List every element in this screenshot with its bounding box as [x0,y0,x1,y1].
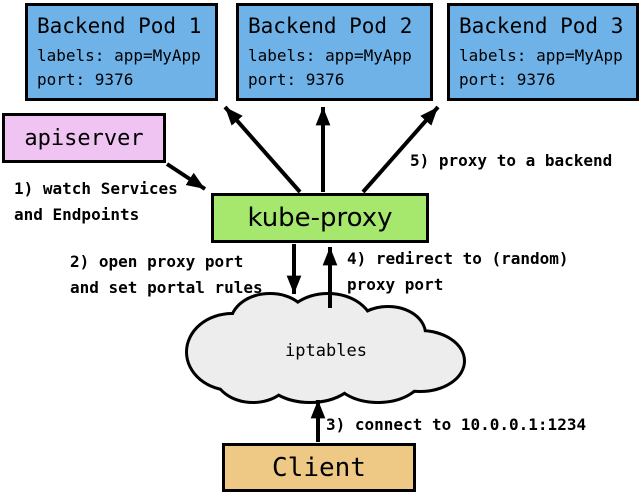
pod-labels: labels: app=MyApp [459,46,623,65]
cloud-body [188,295,463,401]
pod-port: port: 9376 [37,70,134,89]
arrow-kubeproxy-to-pod3 [361,105,440,194]
pod-title: Backend Pod 2 [248,14,413,38]
step-2-open-proxy-port: 2) open proxy port and set portal rules [70,252,263,297]
backend-pod-1: Backend Pod 1 labels: app=MyApp port: 93… [25,3,218,101]
pod-title: Backend Pod 1 [37,14,202,38]
arrows [165,105,440,442]
client-label: Client [272,452,366,483]
pod-labels: labels: app=MyApp [248,46,412,65]
step-4-redirect: 4) redirect to (random) proxy port [347,249,569,294]
kube-proxy-label: kube-proxy [247,203,393,233]
pod-labels: labels: app=MyApp [37,46,201,65]
arrow-apiserver-to-kubeproxy [165,162,207,191]
pod-title: Backend Pod 3 [459,14,624,38]
client-node: Client [222,443,416,492]
iptables-cloud [185,292,466,404]
apiserver-label: apiserver [24,125,144,151]
step-1-watch-services: 1) watch Services and Endpoints [14,179,178,224]
apiserver-node: apiserver [2,113,166,163]
kube-proxy-node: kube-proxy [211,193,429,243]
arrow-kubeproxy-to-pod1 [223,105,302,194]
step-3-connect: 3) connect to 10.0.0.1:1234 [326,415,587,434]
pod-port: port: 9376 [248,70,345,89]
backend-pod-3: Backend Pod 3 labels: app=MyApp port: 93… [447,3,639,101]
iptables-label: iptables [285,341,367,361]
step-5-proxy-to-backend: 5) proxy to a backend [410,151,613,170]
pod-port: port: 9376 [459,70,556,89]
backend-pod-2: Backend Pod 2 labels: app=MyApp port: 93… [236,3,433,101]
